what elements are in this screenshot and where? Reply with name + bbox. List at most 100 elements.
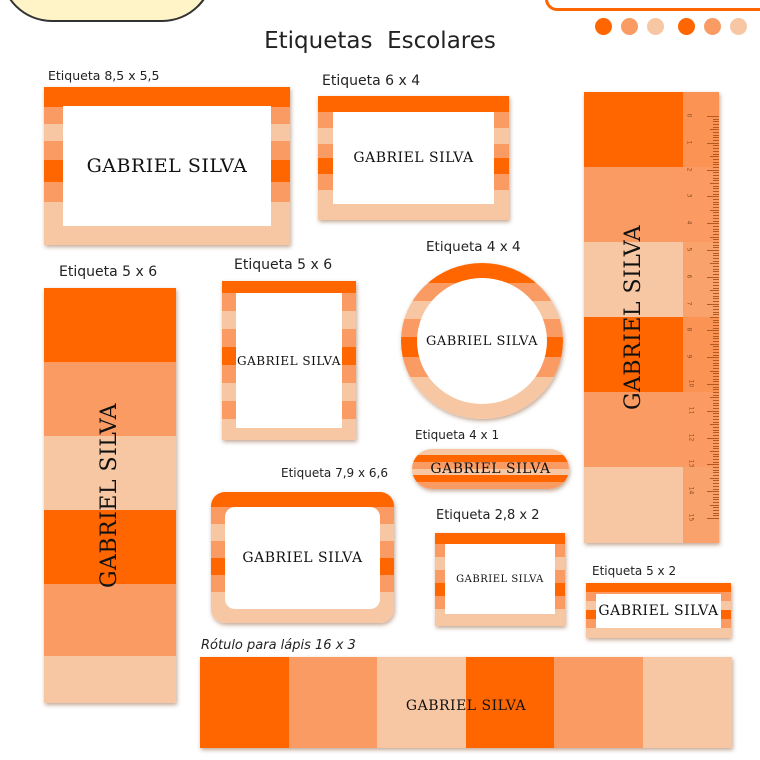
ruler-tick xyxy=(707,491,719,493)
ruler-tick xyxy=(710,370,719,372)
ruler-tick xyxy=(713,349,719,351)
ruler-tick xyxy=(713,132,719,134)
ruler-tick xyxy=(713,440,719,442)
ruler-tick xyxy=(713,362,719,364)
ruler-tick xyxy=(713,233,719,235)
ruler-tick xyxy=(713,191,719,193)
ruler-tick xyxy=(713,346,719,348)
pencil-label: GABRIEL SILVA xyxy=(200,657,732,748)
ruler-tick xyxy=(710,209,719,211)
ruler-tick xyxy=(707,384,719,385)
ruler-tick xyxy=(713,148,719,150)
ruler-tick xyxy=(713,228,719,230)
student-name: GABRIEL SILVA xyxy=(621,224,646,411)
ruler-tick xyxy=(713,394,719,396)
ruler-tick xyxy=(713,126,719,128)
ruler-tick xyxy=(713,461,719,463)
ruler-tick xyxy=(713,351,719,353)
ruler-tick xyxy=(713,475,719,477)
ruler-tick xyxy=(713,134,719,136)
ruler-tick xyxy=(713,429,719,431)
ruler-tick xyxy=(713,507,719,509)
ruler-tick xyxy=(710,424,719,426)
ruler-tick xyxy=(713,255,719,257)
ruler-tick xyxy=(713,448,719,450)
student-name: GABRIEL SILVA xyxy=(425,333,539,349)
ruler-tick xyxy=(713,300,719,302)
ruler-tick xyxy=(713,338,719,340)
ruler-tick xyxy=(713,201,719,203)
ruler-tick xyxy=(713,488,719,490)
ruler-tick xyxy=(713,322,719,324)
color-dot xyxy=(704,18,721,35)
ruler-tick xyxy=(713,453,719,455)
ruler-tick xyxy=(713,244,719,246)
student-name: GABRIEL SILVA xyxy=(405,697,527,714)
ruler-tick xyxy=(713,389,719,391)
label-5x6: GABRIEL SILVA xyxy=(222,281,356,440)
ruler-tick xyxy=(707,303,719,305)
ruler-tick xyxy=(713,341,719,343)
ruler-tick xyxy=(707,196,719,198)
ruler-tick xyxy=(713,266,719,268)
ruler-tick xyxy=(713,166,719,168)
student-name: GABRIEL SILVA xyxy=(353,150,474,166)
ruler-number: 13 xyxy=(687,460,695,468)
student-name: GABRIEL SILVA xyxy=(456,573,544,585)
ruler-tick xyxy=(713,174,719,176)
ruler-tick xyxy=(713,445,719,447)
ruler-tick xyxy=(713,239,719,241)
color-dot xyxy=(730,18,747,35)
ruler-tick xyxy=(713,335,719,337)
ruler-tick xyxy=(707,223,719,225)
ruler-number: 0 xyxy=(685,113,693,118)
ruler-tick xyxy=(713,298,719,300)
ruler-tick xyxy=(713,333,719,335)
ruler-tick xyxy=(713,180,719,182)
caption-5x6: Etiqueta 5 x 6 xyxy=(234,257,333,273)
ruler-tick xyxy=(713,241,719,243)
ruler-tick xyxy=(713,207,719,209)
ruler-tick xyxy=(707,169,719,171)
ruler-tick xyxy=(710,477,719,479)
ruler-tick xyxy=(713,512,719,514)
ruler-tick xyxy=(713,375,719,377)
ruler-tick xyxy=(713,314,719,316)
ruler-tick xyxy=(713,284,719,286)
ruler-tick xyxy=(710,236,719,238)
label-4x4: GABRIEL SILVA xyxy=(401,263,563,419)
ruler-tick xyxy=(713,367,719,369)
ruler-tick xyxy=(710,317,719,318)
student-name: GABRIEL SILVA xyxy=(242,550,363,566)
header-accent-bar xyxy=(545,0,760,11)
ruler-tick xyxy=(713,121,719,123)
ruler-tick xyxy=(713,204,719,206)
ruler-tick xyxy=(710,156,719,158)
ruler-tick xyxy=(713,215,719,217)
ruler-tick xyxy=(713,193,719,195)
ruler-tick xyxy=(713,378,719,380)
ruler-tick xyxy=(713,279,719,281)
ruler-tick xyxy=(713,212,719,214)
ruler-tick xyxy=(713,483,719,485)
ruler-tick xyxy=(713,308,719,310)
ruler-tick xyxy=(713,295,719,297)
ruler-tick xyxy=(707,250,719,251)
ruler-tick xyxy=(713,467,719,469)
ruler-number: 7 xyxy=(685,301,693,306)
ruler-tick xyxy=(713,509,719,511)
ruler-tick xyxy=(710,397,719,399)
ruler-number: 11 xyxy=(687,406,695,415)
student-name: GABRIEL SILVA xyxy=(598,603,719,619)
ruler-tick xyxy=(713,496,719,498)
ruler-number: 4 xyxy=(685,220,693,225)
ruler-tick xyxy=(713,319,719,321)
ruler-tick xyxy=(707,518,719,519)
ruler-tick xyxy=(713,381,719,383)
caption-8-5x5-5: Etiqueta 8,5 x 5,5 xyxy=(48,68,160,83)
ruler-tick xyxy=(713,416,719,418)
caption-pencil: Rótulo para lápis 16 x 3 xyxy=(201,638,356,653)
ruler-tick xyxy=(713,199,719,201)
ruler-tick xyxy=(713,472,719,474)
ruler-tick xyxy=(713,225,719,227)
